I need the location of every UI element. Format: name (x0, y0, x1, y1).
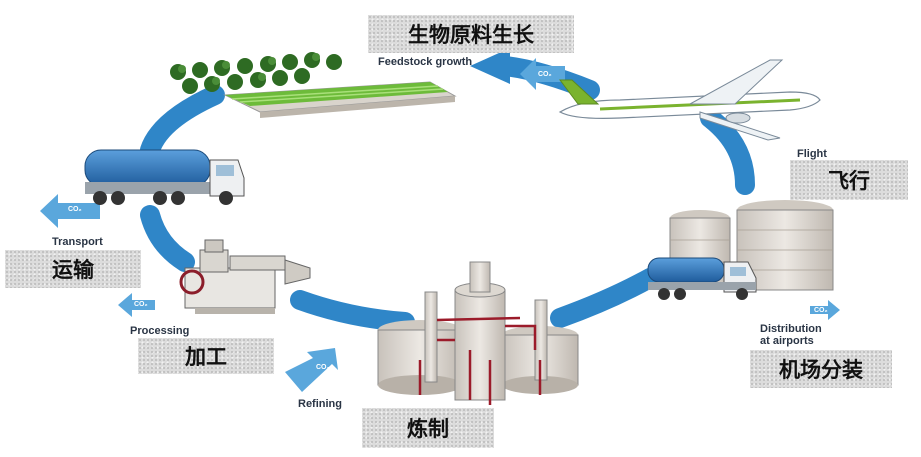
processing-label: Processing (130, 325, 190, 337)
arc-transport-to-processing (140, 205, 195, 272)
refining-zh-label: 炼制 (362, 408, 494, 448)
co2-label-top: CO₂ (538, 71, 552, 78)
co2-arrow-distribution (810, 300, 840, 320)
airport-truck-illustration (647, 257, 757, 300)
co2-label-distribution: CO₂ (814, 307, 828, 314)
arc-processing-to-refining (290, 290, 415, 332)
co2-label-transport: CO₂ (68, 206, 82, 213)
flight-label: Flight (797, 148, 827, 160)
co2-arrow-transport (40, 194, 100, 228)
oil-press-illustration (179, 239, 311, 314)
cycle-arrowhead-top (470, 48, 510, 84)
flight-zh-label: 飞行 (790, 160, 908, 200)
co2-arrow-top (520, 58, 565, 90)
feedstock-field-illustration (170, 52, 457, 118)
co2-label-refining: CO₂ (316, 364, 330, 371)
distribution-zh-label: 机场分装 (750, 350, 892, 388)
co2-arrow-processing (118, 293, 155, 317)
refinery-illustration (377, 261, 579, 405)
feedstock-growth-label: Feedstock growth (378, 56, 473, 68)
feedstock-growth-zh-label: 生物原料生长 (368, 15, 574, 53)
co2-label-processing: CO₂ (134, 301, 148, 308)
processing-zh-label: 加工 (138, 338, 274, 374)
transport-truck-illustration (84, 149, 245, 205)
airplane-illustration (558, 59, 821, 141)
transport-label: Transport (52, 236, 103, 248)
distribution-label-line1: Distribution (760, 323, 822, 335)
co2-arrow-refining (285, 348, 338, 392)
refining-label: Refining (298, 398, 342, 410)
arc-refining-to-distribution (550, 268, 660, 328)
distribution-label-line2: at airports (760, 335, 814, 347)
transport-zh-label: 运输 (5, 250, 141, 288)
arc-feedstock-to-transport (140, 85, 225, 160)
